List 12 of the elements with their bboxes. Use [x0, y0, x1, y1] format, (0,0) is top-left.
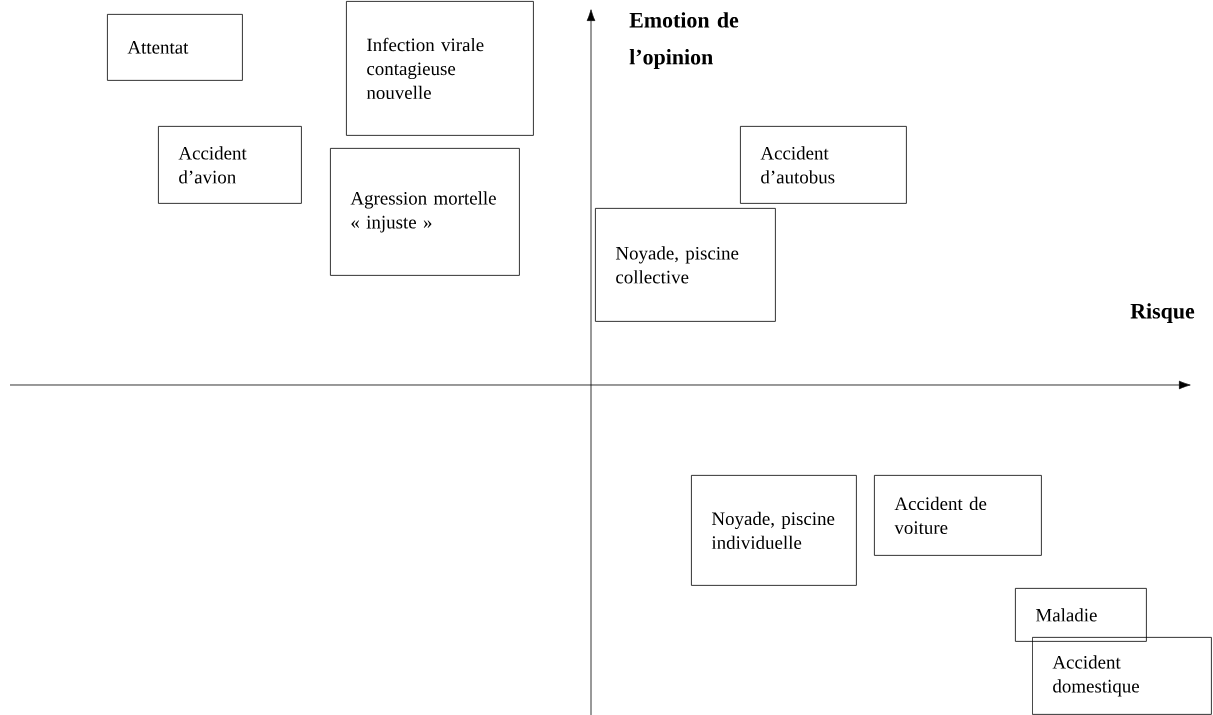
axis-label: Risque	[1130, 303, 1195, 324]
label-box: Accident domestique	[1032, 637, 1212, 715]
label-box: Accident de voiture	[874, 475, 1042, 556]
label-box: Accident d’avion	[158, 126, 302, 204]
label-box: Noyade, piscine individuelle	[691, 475, 857, 586]
label-box: Noyade, piscine collective	[595, 208, 776, 322]
label-box: Attentat	[107, 14, 243, 81]
label-box: Agression mortelle « injuste »	[330, 148, 520, 276]
label-box: Infection virale contagieuse nouvelle	[346, 1, 534, 136]
axis-label: Emotion de l’opinion	[629, 12, 739, 69]
label-box: Accident d’autobus	[740, 126, 907, 204]
label-box: Maladie	[1015, 588, 1147, 642]
